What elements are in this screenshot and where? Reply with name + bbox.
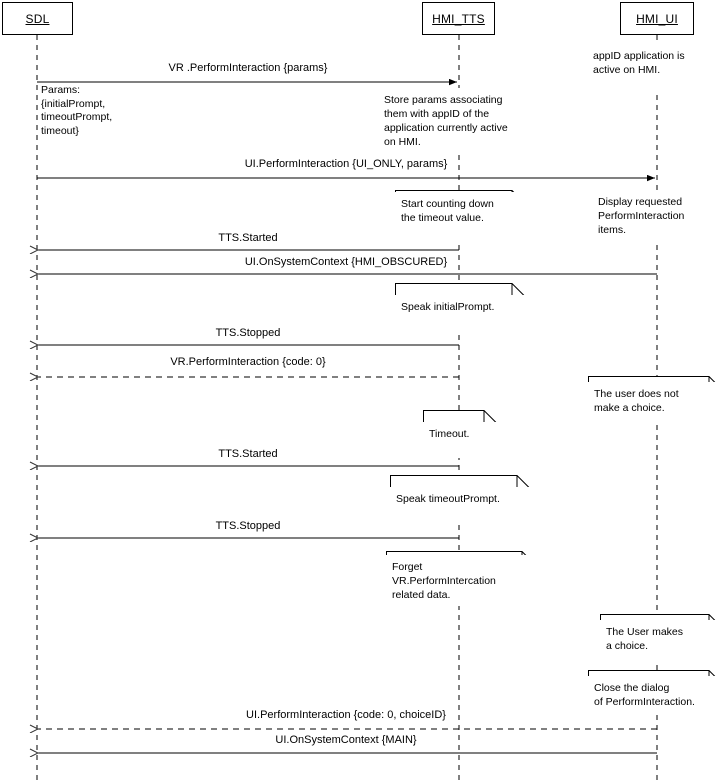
lifeline-label-hmi-ui: HMI_UI: [636, 11, 678, 26]
note-n3: Start counting down the timeout value.: [395, 192, 525, 240]
message-label-m1: VR .PerformInteraction {params}: [168, 62, 328, 74]
lifeline-box-hmi-ui[interactable]: HMI_UI: [620, 2, 694, 35]
lifeline-box-hmi-tts[interactable]: HMI_TTS: [422, 2, 495, 35]
note-n7: Timeout.: [423, 422, 497, 458]
note-n9: Forget VR.PerformIntercation related dat…: [386, 555, 535, 606]
message-label-m6: VR.PerformInteraction {code: 0}: [170, 356, 326, 368]
note-n2: Store params associating them with appID…: [378, 88, 541, 152]
message-label-m8: TTS.Stopped: [215, 520, 281, 532]
note-n1: appID application is active on HMI.: [587, 44, 722, 91]
lifeline-label-sdl: SDL: [25, 11, 50, 26]
note-n4: Display requested PerformInteraction ite…: [592, 190, 722, 240]
message-arrows-group: [37, 78, 657, 753]
message-label-m3: TTS.Started: [218, 232, 278, 244]
message-label-m9: UI.PerformInteraction {code: 0, choiceID…: [246, 709, 446, 721]
message-label-m2: UI.PerformInteraction {UI_ONLY, params}: [244, 158, 448, 170]
params-annotation: Params: {initialPrompt, timeoutPrompt, t…: [41, 84, 113, 137]
message-label-m5: TTS.Stopped: [215, 327, 281, 339]
lifeline-label-hmi-tts: HMI_TTS: [432, 11, 485, 26]
note-n5: Speak initialPrompt.: [395, 295, 525, 332]
note-n8: Speak timeoutPrompt.: [390, 487, 530, 523]
note-n11: Close the dialog of PerformInteraction.: [588, 676, 722, 713]
lifeline-box-sdl[interactable]: SDL: [2, 2, 73, 35]
message-label-m4: UI.OnSystemContext {HMI_OBSCURED}: [244, 256, 448, 268]
note-n10: The User makes a choice.: [600, 620, 722, 662]
message-label-m7: TTS.Started: [218, 448, 278, 460]
message-label-m10: UI.OnSystemContext {MAIN}: [275, 734, 417, 746]
note-n6: The user does not make a choice.: [588, 382, 722, 423]
